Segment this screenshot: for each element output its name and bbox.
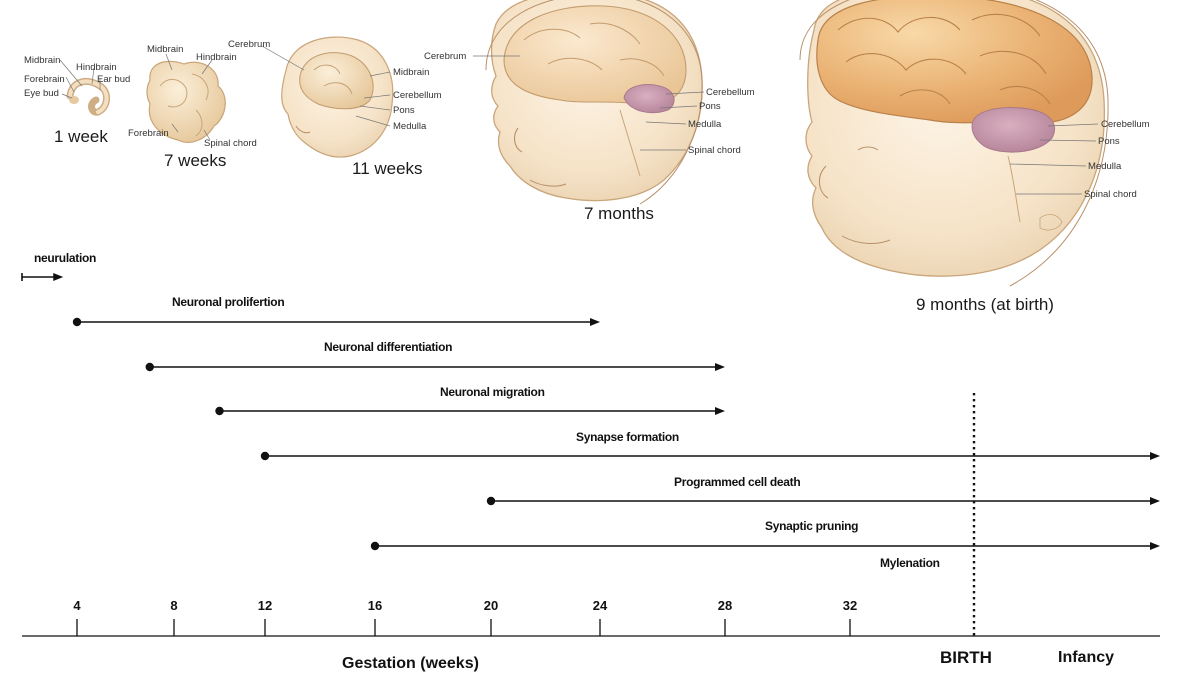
label-7w-midbrain: Midbrain [147, 44, 183, 55]
process-label-mylenation: Mylenation [880, 556, 940, 570]
label-7w-forebrain: Forebrain [128, 128, 169, 139]
axis-tick-label-8: 8 [170, 598, 177, 613]
label-9m-cerebellum: Cerebellum [1101, 119, 1150, 130]
bar-arrowhead-neuronal-prolifertion [590, 318, 600, 326]
bar-synaptic-pruning [370, 541, 1160, 551]
bar-arrowhead-neuronal-differentiation [715, 363, 725, 371]
label-1w-forebrain: Forebrain [24, 74, 65, 85]
label-7m-cerebellum: Cerebellum [706, 87, 755, 98]
stage-label-9-months: 9 months (at birth) [916, 295, 1054, 314]
bar-arrowhead-neuronal-migration [715, 407, 725, 415]
label-11w-cerebrum: Cerebrum [228, 39, 270, 50]
bar-neuronal-prolifertion [72, 317, 600, 327]
infancy-label: Infancy [1058, 649, 1114, 666]
bar-start-dot-programmed-cell-death [486, 496, 496, 506]
label-1w-eye-bud: Eye bud [24, 88, 59, 99]
process-label-neuronal-proliferation: Neuronal prolifertion [172, 295, 284, 309]
stage-label-7-months: 7 months [584, 204, 654, 223]
process-label-synaptic-pruning: Synaptic pruning [765, 519, 858, 533]
axis-tick-label-20: 20 [484, 598, 498, 613]
label-7m-spinal-chord: Spinal chord [688, 145, 741, 156]
axis-tick-label-28: 28 [718, 598, 732, 613]
axis-tick-label-24: 24 [593, 598, 608, 613]
bar-arrowhead-neurulation [53, 273, 64, 281]
bar-synapse-formation [260, 451, 1160, 461]
label-7m-cerebrum: Cerebrum [424, 51, 466, 62]
label-7m-pons: Pons [699, 101, 721, 112]
label-11w-cerebellum: Cerebellum [393, 90, 442, 101]
embryo-1-week-illustration [59, 59, 110, 116]
axis-tick-label-32: 32 [843, 598, 857, 613]
label-9m-pons: Pons [1098, 136, 1120, 147]
embryo-7-weeks-illustration [146, 53, 226, 143]
bar-start-dot-neuronal-prolifertion [72, 317, 82, 327]
gestation-axis: 4 8 12 16 20 24 28 32 [22, 598, 1160, 637]
process-label-synapse-formation: Synapse formation [576, 430, 679, 444]
newborn-9-months-illustration [799, 0, 1109, 287]
axis-tick-label-16: 16 [368, 598, 382, 613]
stage-label-7-weeks: 7 weeks [164, 151, 226, 170]
axis-tick-label-4: 4 [73, 598, 81, 613]
process-label-neuronal-differentiation: Neuronal differentiation [324, 340, 452, 354]
bar-arrowhead-synaptic-pruning [1150, 542, 1160, 550]
label-7m-medulla: Medulla [688, 119, 722, 130]
axis-tick-label-12: 12 [258, 598, 272, 613]
label-1w-hindbrain: Hindbrain [76, 62, 117, 73]
label-1w-midbrain: Midbrain [24, 55, 60, 66]
label-11w-pons: Pons [393, 105, 415, 116]
process-label-programmed-cell-death: Programmed cell death [674, 475, 800, 489]
fetus-11-weeks-illustration [261, 36, 394, 158]
stage-label-11-weeks: 11 weeks [352, 159, 423, 178]
label-1w-ear-bud: Ear bud [97, 74, 130, 85]
bar-start-dot-neuronal-migration [215, 406, 224, 416]
label-11w-medulla: Medulla [393, 121, 427, 132]
label-9m-medulla: Medulla [1088, 161, 1122, 172]
bar-programmed-cell-death [486, 496, 1160, 506]
process-label-neurulation: neurulation [34, 251, 96, 265]
bar-neurulation [21, 273, 64, 281]
bar-arrowhead-synapse-formation [1150, 452, 1160, 460]
bar-arrowhead-programmed-cell-death [1150, 497, 1160, 505]
bar-neuronal-migration [215, 406, 725, 416]
process-label-neuronal-migration: Neuronal migration [440, 385, 545, 399]
bar-start-dot-synapse-formation [260, 451, 270, 461]
axis-title: Gestation (weeks) [342, 655, 479, 672]
label-7w-hindbrain: Hindbrain [196, 52, 237, 63]
process-timeline-bars [21, 273, 1160, 551]
bar-neuronal-differentiation [145, 362, 725, 372]
label-7w-spinal-chord: Spinal chord [204, 138, 257, 149]
fetus-7-months-illustration [473, 0, 705, 205]
label-9m-spinal-chord: Spinal chord [1084, 189, 1137, 200]
bar-start-dot-synaptic-pruning [370, 541, 380, 551]
label-11w-midbrain: Midbrain [393, 67, 429, 78]
birth-label: BIRTH [940, 648, 992, 667]
stage-label-1-week: 1 week [54, 127, 108, 146]
bar-start-dot-neuronal-differentiation [145, 362, 154, 372]
